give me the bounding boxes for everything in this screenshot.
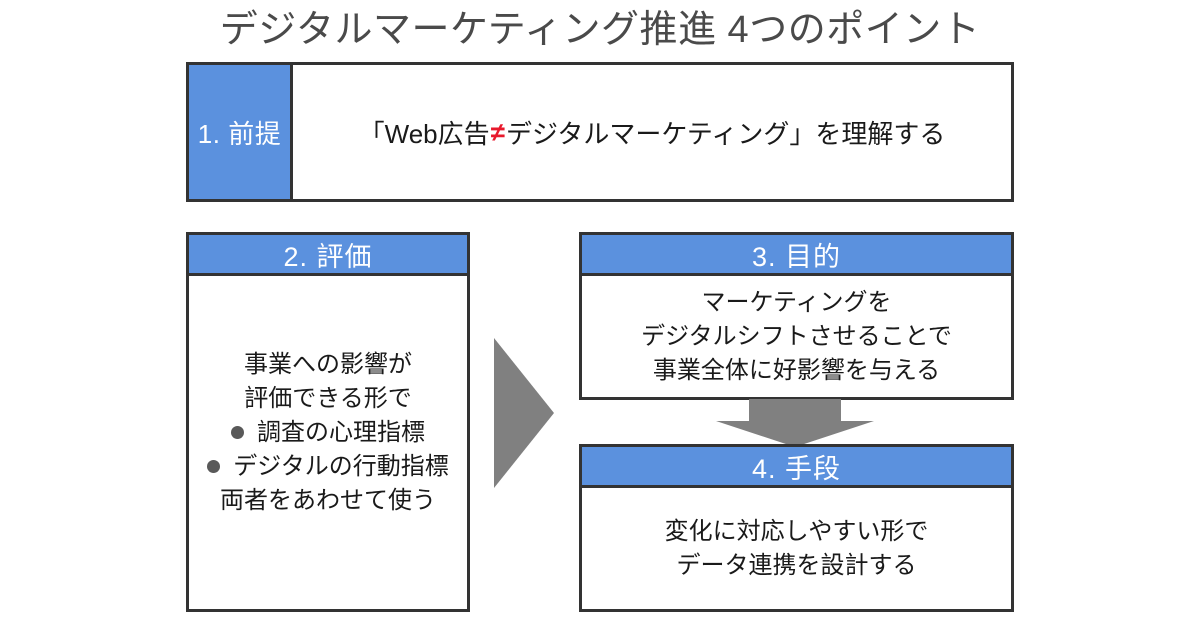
box-means: 4. 手段 変化に対応しやすい形で データ連携を設計する: [579, 444, 1014, 612]
box-eval-header: 2. 評価: [189, 235, 467, 276]
not-equal-icon: ≠: [490, 116, 505, 147]
box-goal-header: 3. 目的: [582, 235, 1011, 276]
arrow-down-block-svg: [716, 399, 874, 447]
box-eval-body: 事業への影響が 評価できる形で 調査の心理指標 デジタルの行動指標 両者をあわせ…: [189, 276, 467, 609]
arrow-down-icon: [716, 399, 874, 447]
box-eval-bullet-label: 調査の心理指標: [257, 418, 425, 446]
box-premise-text-after: デジタルマーケティング」を理解する: [505, 118, 946, 149]
box-eval-line: 事業への影響が: [244, 350, 412, 378]
box-goal-line: マーケティングを: [701, 288, 892, 316]
box-means-header: 4. 手段: [582, 447, 1011, 488]
box-eval-bullet-item: 調査の心理指標: [231, 416, 425, 450]
arrow-right-triangle-svg: [494, 338, 554, 488]
box-goal-line: 事業全体に好影響を与える: [652, 356, 941, 384]
box-premise-body: 「Web広告≠デジタルマーケティング」を理解する: [293, 65, 1011, 199]
box-eval-footer: 両者をあわせて使う: [220, 486, 436, 514]
box-premise-text-before: 「Web広告: [358, 118, 490, 149]
box-means-line: データ連携を設計する: [676, 551, 917, 579]
box-goal-body: マーケティングを デジタルシフトさせることで 事業全体に好影響を与える: [582, 276, 1011, 397]
box-means-line: 変化に対応しやすい形で: [664, 517, 929, 545]
box-premise: 1. 前提 「Web広告≠デジタルマーケティング」を理解する: [186, 62, 1014, 202]
box-means-body: 変化に対応しやすい形で データ連携を設計する: [582, 488, 1011, 609]
box-eval-bullet-item: デジタルの行動指標: [207, 450, 449, 484]
arrow-right-icon: [494, 338, 554, 488]
box-premise-label: 1. 前提: [189, 65, 293, 199]
box-goal-line: デジタルシフトさせることで: [641, 322, 952, 350]
box-eval-bullet-label: デジタルの行動指標: [233, 452, 449, 480]
box-eval: 2. 評価 事業への影響が 評価できる形で 調査の心理指標 デジタルの行動指標 …: [186, 232, 470, 612]
bullet-dot-icon: [207, 460, 221, 473]
box-goal: 3. 目的 マーケティングを デジタルシフトさせることで 事業全体に好影響を与え…: [579, 232, 1014, 400]
box-eval-line: 評価できる形で: [244, 384, 412, 412]
page-title: デジタルマーケティング推進 4つのポイント: [219, 9, 981, 51]
bullet-dot-icon: [231, 426, 244, 439]
